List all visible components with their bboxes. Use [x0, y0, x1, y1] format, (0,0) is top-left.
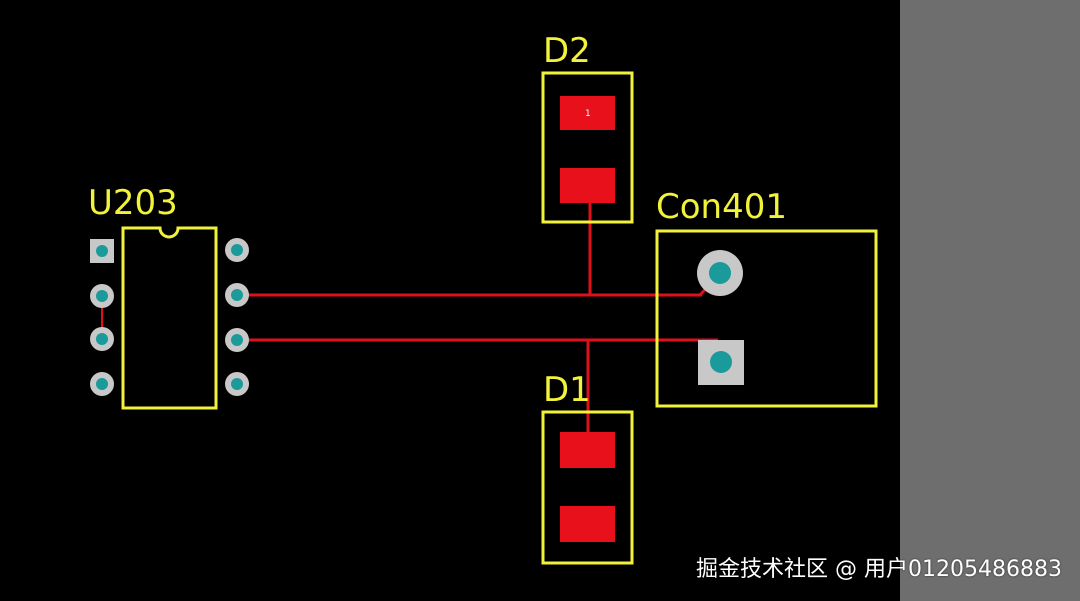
- side-panel: [900, 0, 1080, 601]
- u203-pin-3[interactable]: [90, 327, 114, 351]
- u203-pin-4[interactable]: [90, 372, 114, 396]
- u203-outline: [121, 226, 218, 410]
- traces: [101, 195, 718, 440]
- u203-pin-5[interactable]: [225, 372, 249, 396]
- u203-designator: U203: [88, 183, 178, 223]
- watermark-text: 掘金技术社区 @ 用户01205486883: [696, 557, 1062, 582]
- d1-pad-2[interactable]: [560, 506, 615, 542]
- d2-pad-1[interactable]: [560, 96, 615, 130]
- pcb-canvas[interactable]: U203: [0, 0, 900, 601]
- component-d2[interactable]: D2 1: [541, 31, 634, 224]
- con401-pin-1[interactable]: [697, 250, 743, 296]
- d2-designator: D2: [543, 31, 591, 71]
- d2-pad-1-label: 1: [585, 109, 591, 119]
- d1-designator: D1: [543, 370, 591, 410]
- con401-pin-2[interactable]: [698, 340, 744, 385]
- u203-pin-6[interactable]: [225, 328, 249, 352]
- u203-pin-2[interactable]: [90, 284, 114, 308]
- d2-pad-2[interactable]: [560, 168, 615, 203]
- component-u203[interactable]: U203: [88, 183, 249, 410]
- con401-outline: [655, 229, 878, 408]
- d1-pad-1[interactable]: [560, 432, 615, 468]
- component-con401[interactable]: Con401: [655, 187, 878, 408]
- d2-outline: [541, 71, 634, 224]
- u203-pin-7[interactable]: [225, 283, 249, 307]
- con401-designator: Con401: [656, 187, 787, 227]
- component-d1[interactable]: D1: [541, 370, 634, 565]
- u203-pin-8[interactable]: [225, 238, 249, 262]
- d1-outline: [541, 410, 634, 565]
